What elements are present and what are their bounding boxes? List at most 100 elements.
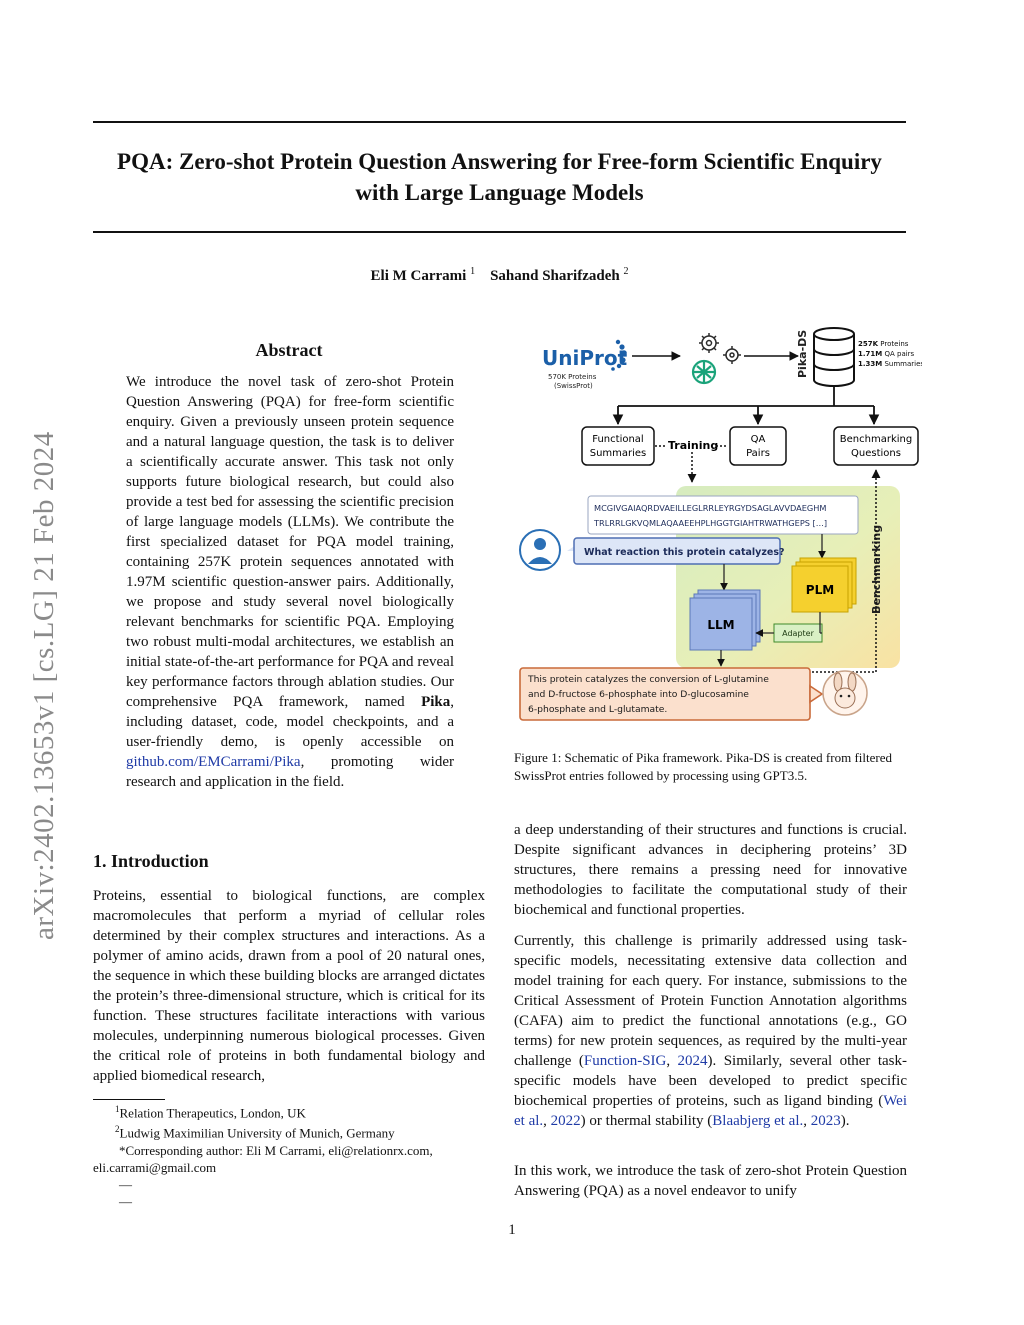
answer-line: and D-fructose 6-phosphate into D-glucos… <box>528 689 749 700</box>
citation-year-link[interactable]: 2023 <box>810 1113 841 1129</box>
svg-text:1.33M Summaries: 1.33M Summaries <box>858 360 922 368</box>
qa-pairs-box: QA Pairs <box>729 426 787 466</box>
paragraph-text: ). <box>840 1113 850 1129</box>
training-label: Training <box>668 439 718 452</box>
uniprot-logo-text: UniProt <box>542 346 628 370</box>
footnote-text: *Corresponding author: Eli M Carrami, el… <box>119 1142 433 1158</box>
author-name: Sahand Sharifzadeh <box>490 268 620 284</box>
answer-line: 6-phosphate and L-glutamate. <box>528 704 667 715</box>
citation-year-link[interactable]: 2024 <box>677 1053 708 1069</box>
plm-block: PLM <box>791 557 857 613</box>
footnote-mark: 2 <box>115 1124 120 1135</box>
intro-paragraph-continued: a deep understanding of their structures… <box>514 822 907 918</box>
abstract-heading: Abstract <box>255 340 323 360</box>
uniprot-logo: UniProt 570K Proteins (SwissProt) <box>542 339 628 390</box>
stat-value: 1.71M <box>858 350 882 358</box>
svg-text:257K Proteins: 257K Proteins <box>858 340 909 348</box>
title-line-2: with Large Language Models <box>355 180 644 205</box>
svg-text:1.71M QA pairs: 1.71M QA pairs <box>858 350 915 358</box>
sequence-line: MCGIVGAIAQRDVAEILLEGLRRLEYRGYDSAGLAVVDAE… <box>594 503 826 513</box>
protein-sequence-box: MCGIVGAIAQRDVAEILLEGLRRLEYRGYDSAGLAVVDAE… <box>587 495 859 535</box>
title-line-1: PQA: Zero-shot Protein Question Answerin… <box>117 149 882 174</box>
footnote: — <box>93 1176 488 1193</box>
functional-summaries-box: Functional Summaries <box>581 426 655 466</box>
footnote-dash: — <box>119 1193 132 1209</box>
uniprot-source: (SwissProt) <box>554 382 593 390</box>
intro-paragraph: Proteins, essential to biological functi… <box>93 888 485 1084</box>
benchmarking-questions-box: Benchmarking Questions <box>833 426 919 466</box>
author-name: Eli M Carrami <box>370 268 467 284</box>
intro-paragraph: Currently, this challenge is primarily a… <box>514 931 907 1131</box>
scientist-icon <box>519 529 561 571</box>
github-link[interactable]: github.com/EMCarrami/Pika <box>126 754 301 770</box>
plm-label: PLM <box>806 583 834 597</box>
answer-box: This protein catalyzes the conversion of… <box>519 667 824 721</box>
paragraph-text: ) or thermal stability ( <box>580 1113 713 1129</box>
question-box: What reaction this protein catalyzes? <box>567 537 785 565</box>
stat-label: Summaries <box>882 360 922 368</box>
footnote-rule <box>93 1099 165 1100</box>
intro-paragraph: In this work, we introduce the task of z… <box>514 1163 907 1199</box>
footnote: eli.carrami@gmail.com <box>93 1159 488 1176</box>
section-heading-introduction: 1. Introduction <box>93 851 209 871</box>
abstract-text: , including dataset, code, model checkpo… <box>126 694 454 750</box>
citation-separator: , <box>543 1113 551 1129</box>
box-label: Pairs <box>746 448 770 459</box>
adapter-label: Adapter <box>782 629 814 638</box>
abstract-text: We introduce the novel task of zero-shot… <box>126 374 454 710</box>
author-affiliation-mark: 1 <box>470 266 476 277</box>
citation-link[interactable]: Function-SIG <box>583 1053 667 1069</box>
citation-separator: , <box>666 1053 678 1069</box>
citation-link[interactable]: Blaabjerg et al. <box>712 1113 804 1129</box>
box-label: Questions <box>851 448 901 459</box>
sequence-line: TRLRRLGKVQMLAQAAEEHPLHGGTGIAHTRWATHGEPS … <box>593 518 827 528</box>
footnote-mark: 1 <box>115 1104 120 1114</box>
top-rule <box>93 121 906 123</box>
footnote: — <box>93 1193 488 1210</box>
paper-title: PQA: Zero-shot Protein Question Answerin… <box>93 146 906 208</box>
uniprot-dots-icon <box>611 339 627 371</box>
figure-caption: Figure 1: Schematic of Pika framework. P… <box>514 750 892 783</box>
footnote-text: Relation Therapeutics, London, UK <box>119 1105 306 1121</box>
benchmarking-side-label: Benchmarking <box>870 525 883 614</box>
footnote: 1Relation Therapeutics, London, UK <box>93 1101 488 1121</box>
arxiv-stamp: arXiv:2402.13653v1 [cs.LG] 21 Feb 2024 <box>28 431 60 940</box>
stat-label: QA pairs <box>882 350 914 358</box>
footnote-text: Ludwig Maximilian University of Munich, … <box>119 1125 395 1141</box>
footnotes: 1Relation Therapeutics, London, UK 2Ludw… <box>93 1101 488 1210</box>
stat-value: 1.33M <box>858 360 882 368</box>
uniprot-proteins-count: 570K Proteins <box>548 373 597 381</box>
paragraph-text: ). Similarly, several other task-specifi… <box>514 1053 907 1109</box>
footnote: *Corresponding author: Eli M Carrami, el… <box>93 1142 488 1159</box>
pika-ds-label: Pika-DS <box>796 330 809 378</box>
dataset-stats: 257K Proteins 1.71M QA pairs 1.33M Summa… <box>858 340 922 368</box>
openai-icon <box>691 359 717 385</box>
box-label: Benchmarking <box>840 434 912 445</box>
abstract-text: , promoting wider research and applicati… <box>126 754 454 790</box>
page-number: 1 <box>508 1222 516 1238</box>
database-icon <box>813 327 855 387</box>
stat-value: 257K <box>858 340 879 348</box>
footnote: 2Ludwig Maximilian University of Munich,… <box>93 1121 488 1141</box>
figure-pika-schematic: UniProt 570K Proteins (SwissProt) Pika-D… <box>519 327 922 721</box>
citation-year-link[interactable]: 2022 <box>550 1113 581 1129</box>
paragraph-text: Currently, this challenge is primarily a… <box>514 933 907 1069</box>
answer-line: This protein catalyzes the conversion of… <box>527 674 769 685</box>
footnote-text: eli.carrami@gmail.com <box>93 1159 217 1175</box>
bottom-rule <box>93 231 906 233</box>
citation-separator: , <box>803 1113 811 1129</box>
adapter-block: Adapter <box>773 623 823 643</box>
citation-link[interactable]: Wei et al. <box>514 1093 907 1129</box>
box-label: Functional <box>592 434 643 445</box>
author-list: Eli M Carrami 1 Sahand Sharifzadeh 2 <box>93 266 906 285</box>
abstract-body: We introduce the novel task of zero-shot… <box>126 372 454 792</box>
question-text: What reaction this protein catalyzes? <box>584 547 785 558</box>
llm-label: LLM <box>707 618 734 632</box>
framework-name: Pika <box>421 694 451 710</box>
box-label: QA <box>751 434 766 445</box>
pika-mascot-icon <box>822 670 868 716</box>
box-label: Summaries <box>590 448 647 459</box>
stat-label: Proteins <box>878 340 909 348</box>
footnote-dash: — <box>119 1176 132 1192</box>
author-affiliation-mark: 2 <box>623 266 629 277</box>
